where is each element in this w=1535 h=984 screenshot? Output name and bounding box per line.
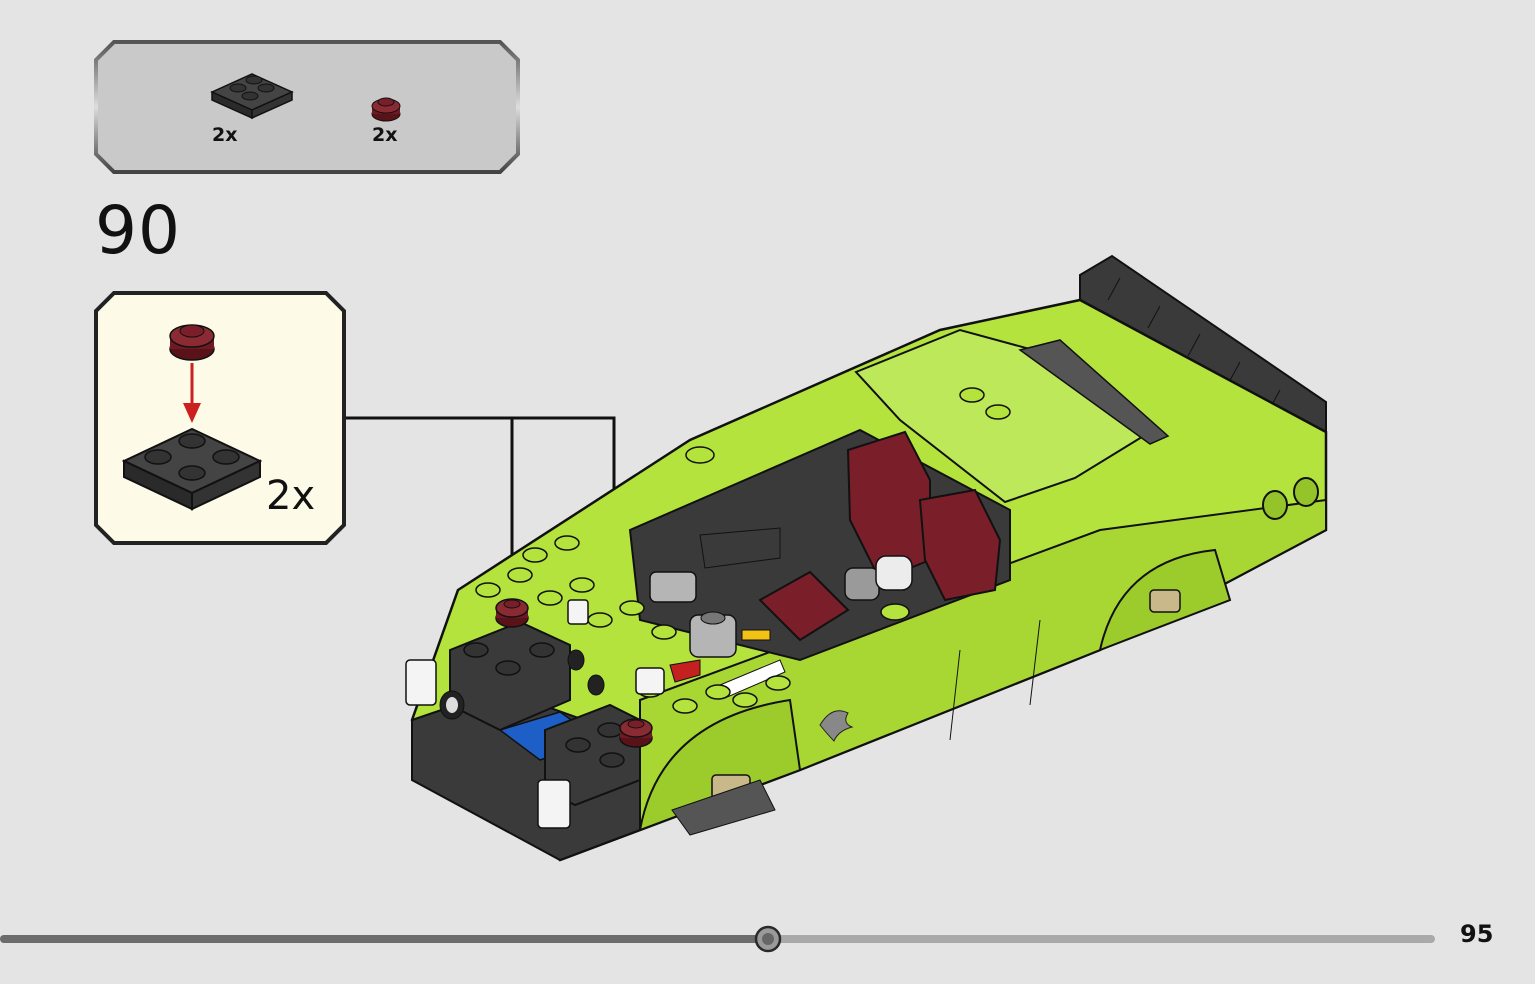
part-quantity: 2x <box>372 124 398 146</box>
step-number: 90 <box>95 192 181 269</box>
progress-knob <box>754 925 782 953</box>
parts-list-panel: 2x 2x <box>94 40 520 174</box>
page-number: 95 <box>1460 920 1494 948</box>
progress-fill <box>0 935 768 943</box>
dark-red-round-plate-icon <box>495 598 529 628</box>
interior <box>628 428 1011 699</box>
callout-quantity: 2x <box>266 473 316 519</box>
dark-red-round-plate-icon <box>619 718 653 748</box>
progress-bar <box>0 925 1435 953</box>
emblem-icon <box>819 710 854 742</box>
down-arrow-icon <box>183 363 201 423</box>
subassembly-callout: 2x <box>94 291 346 545</box>
dark-red-round-plate-icon <box>169 324 215 361</box>
black-2x2-plate-icon <box>210 73 294 120</box>
black-2x2-plate-icon <box>121 427 263 511</box>
front-section <box>405 387 1011 862</box>
dark-red-round-plate-icon <box>371 97 401 122</box>
part-quantity: 2x <box>212 124 238 146</box>
